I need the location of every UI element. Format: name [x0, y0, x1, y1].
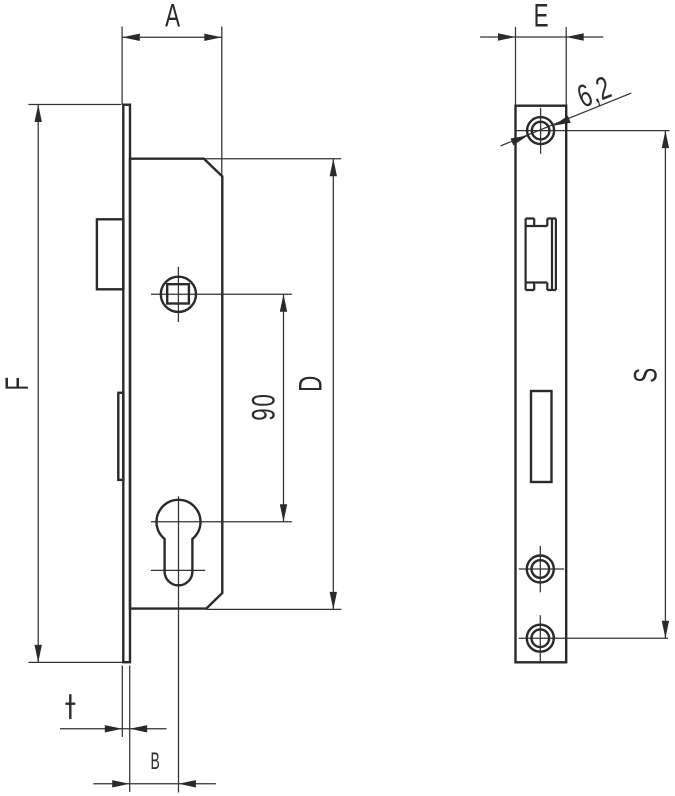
svg-text:90: 90	[245, 392, 281, 420]
svg-text:A: A	[165, 0, 180, 34]
svg-text:S: S	[628, 368, 664, 383]
svg-text:E: E	[534, 0, 549, 34]
svg-text:F: F	[0, 377, 35, 391]
svg-text:D: D	[293, 376, 329, 392]
svg-text:B: B	[151, 748, 160, 775]
